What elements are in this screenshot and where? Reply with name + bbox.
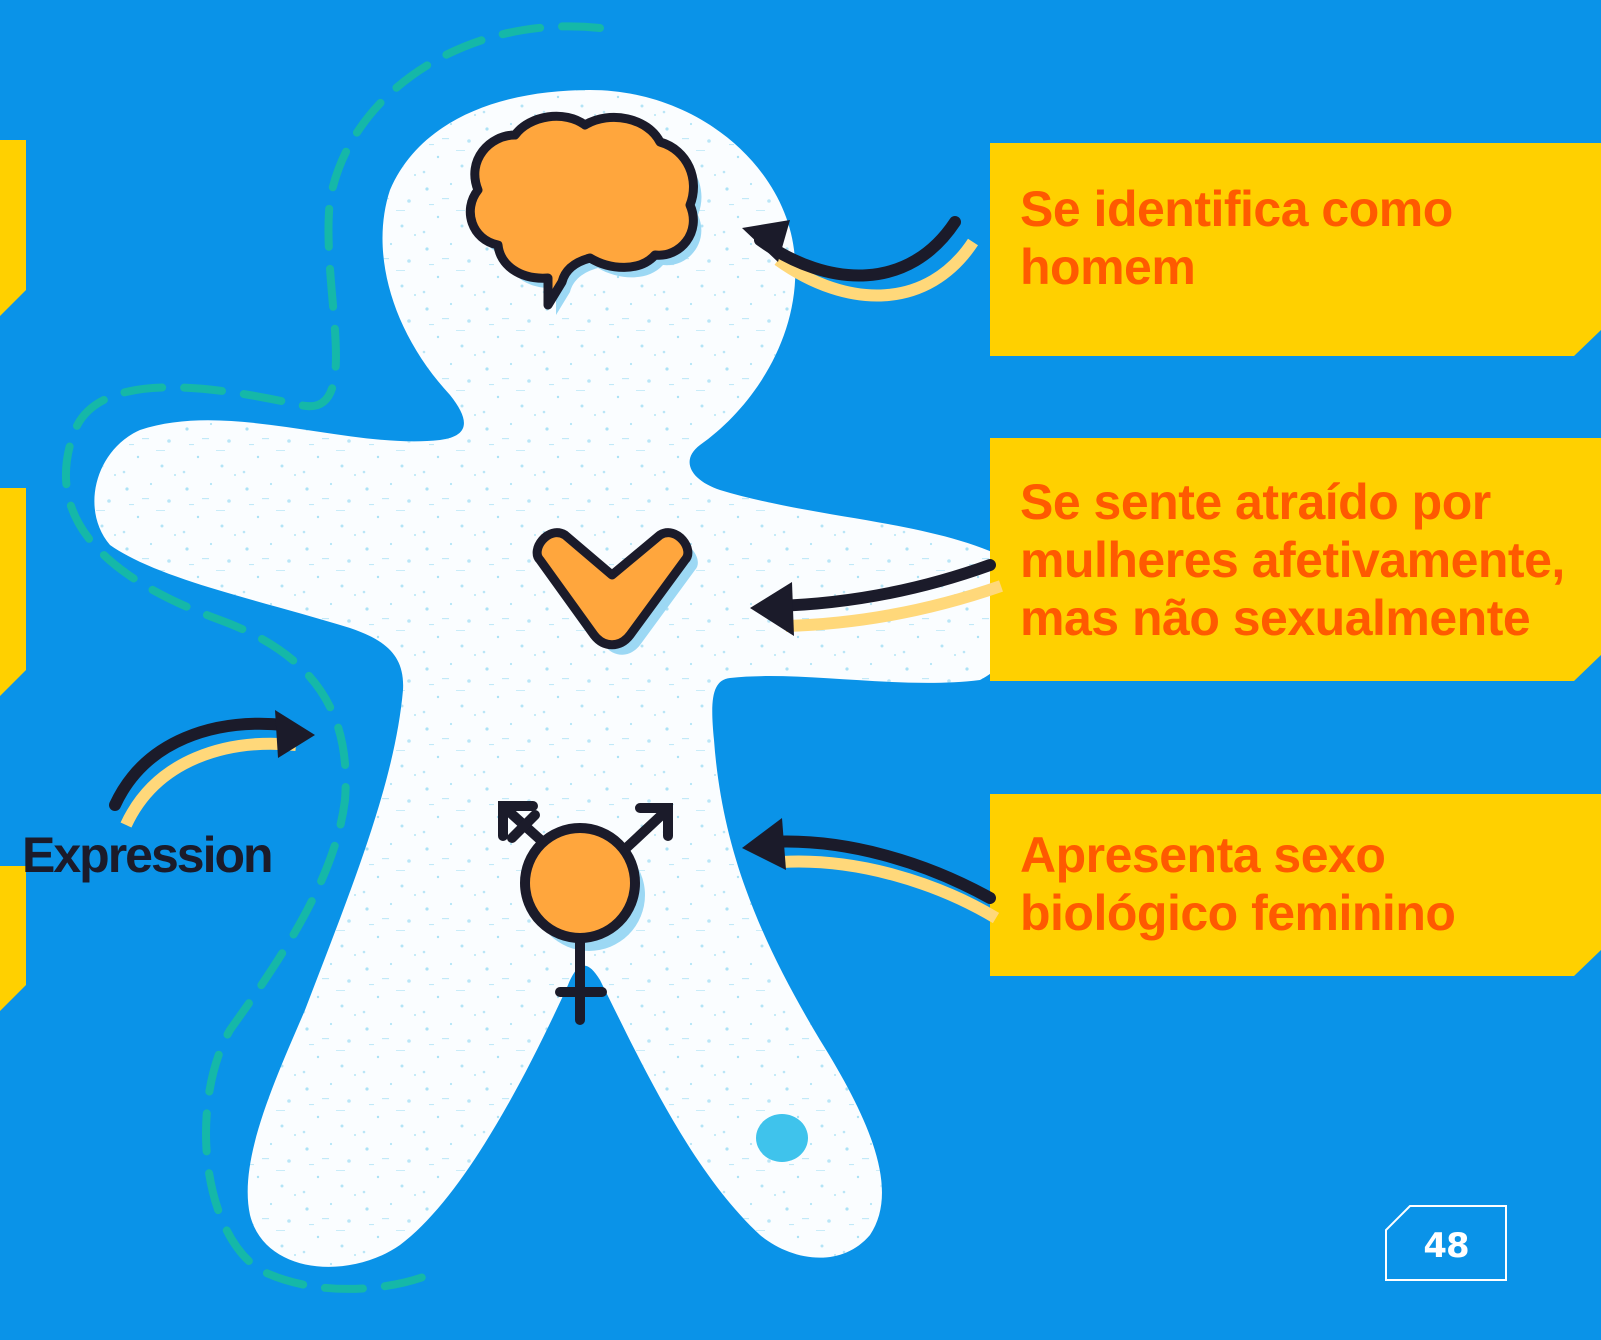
callout-attraction-line1: Se sente atraído por — [1020, 474, 1491, 530]
heart-icon — [532, 528, 698, 655]
transgender-symbol-icon — [498, 801, 673, 1025]
brain-icon — [465, 111, 702, 315]
callout-attraction-text: Se sente atraído por mulheres afetivamen… — [1020, 473, 1565, 647]
callout-identity-line1: Se identifica como — [1020, 181, 1453, 237]
arrow-sex — [742, 818, 1000, 924]
callout-sex-line2: biológico feminino — [1020, 885, 1456, 941]
callout-identity-line2: homem — [1020, 239, 1196, 295]
texture-blob — [756, 1114, 808, 1162]
page-number-frame — [1385, 1205, 1507, 1281]
callout-sex-text: Apresenta sexo biológico feminino — [1020, 826, 1456, 942]
callout-sex-line1: Apresenta sexo — [1020, 827, 1386, 883]
arrow-identity — [742, 216, 979, 302]
expression-dashed-outline — [61, 22, 604, 1293]
callout-identity-text: Se identifica como homem — [1020, 180, 1453, 296]
callout-attraction-line2: mulheres afetivamente, — [1020, 532, 1565, 588]
left-panels — [0, 140, 26, 1011]
arrow-expression — [109, 710, 315, 828]
callout-panel-identity — [990, 143, 1601, 356]
expression-label: Expression — [22, 827, 274, 883]
page-number: 48 — [1423, 1226, 1469, 1266]
callout-attraction-line3: mas não sexualmente — [1020, 590, 1531, 646]
callout-panel-sex — [990, 794, 1601, 976]
arrow-attraction — [750, 559, 1003, 636]
callout-panel-attraction — [990, 438, 1601, 681]
